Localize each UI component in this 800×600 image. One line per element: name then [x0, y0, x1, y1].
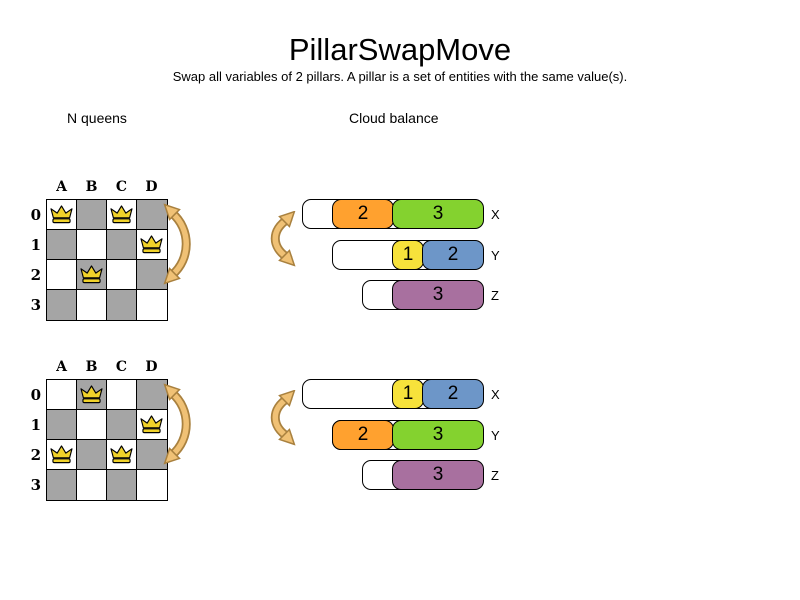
computer-label: Y: [491, 248, 500, 263]
process-value: 3: [432, 464, 444, 485]
board-cell: [77, 230, 107, 260]
queen-crown-glyph: [50, 205, 73, 224]
queen-icon: [109, 445, 135, 466]
queen-crown-glyph: [110, 445, 133, 464]
board-cell: [47, 230, 77, 260]
board-cell: [137, 470, 167, 500]
process-block: 2: [332, 199, 394, 229]
board-cell: [107, 380, 137, 410]
process-block: 2: [422, 379, 484, 409]
board-cell: [107, 230, 137, 260]
queen-icon: [139, 235, 165, 256]
swap-arrow-icon-cloud-before: [266, 210, 298, 272]
queen-crown-glyph: [50, 445, 73, 464]
process-block: 1: [392, 379, 424, 409]
queen-crown-glyph: [140, 415, 163, 434]
board-cell: [137, 290, 167, 320]
board-cell: [77, 380, 107, 410]
queen-crown-glyph: [110, 205, 133, 224]
queen-crown-glyph: [80, 385, 103, 404]
process-value: 2: [357, 424, 369, 445]
queen-icon: [79, 265, 105, 286]
column-label: D: [145, 179, 159, 195]
computer-label: X: [491, 207, 500, 222]
computer-bar-after-Z: 3: [362, 460, 484, 490]
section-label-cloud-balance: Cloud balance: [349, 110, 439, 126]
column-label: C: [115, 359, 129, 375]
computer-label: Y: [491, 428, 500, 443]
process-block: 3: [392, 199, 484, 229]
column-label: B: [85, 359, 99, 375]
process-block: 3: [392, 460, 484, 490]
board-cell: [107, 410, 137, 440]
board-cell: [107, 290, 137, 320]
board-cell: [137, 440, 167, 470]
swap-arrow-icon-queens-after: [163, 381, 197, 474]
process-value: 3: [432, 203, 444, 224]
board-cell: [47, 470, 77, 500]
swap-arrow-icon-cloud-after: [266, 389, 298, 451]
board-cell: [77, 200, 107, 230]
board-cell: [107, 260, 137, 290]
computer-label: X: [491, 387, 500, 402]
board-cell: [77, 290, 107, 320]
computer-label: Z: [491, 288, 499, 303]
process-block: 2: [332, 420, 394, 450]
process-block: 1: [392, 240, 424, 270]
column-label: A: [56, 179, 68, 195]
column-label: A: [56, 359, 68, 375]
queen-icon: [109, 205, 135, 226]
process-value: 2: [447, 244, 459, 265]
column-label: C: [115, 179, 129, 195]
row-label: 2: [30, 266, 41, 284]
queen-crown-glyph: [80, 265, 103, 284]
board-cell: [77, 440, 107, 470]
board-cell: [77, 410, 107, 440]
subtitle: Swap all variables of 2 pillars. A pilla…: [172, 69, 628, 84]
process-value: 2: [447, 383, 459, 404]
computer-label: Z: [491, 468, 499, 483]
row-label: 1: [30, 416, 41, 434]
queen-icon: [49, 205, 75, 226]
queen-icon: [79, 385, 105, 406]
process-block: 3: [392, 280, 484, 310]
row-label: 3: [30, 476, 41, 494]
row-label: 0: [30, 386, 41, 404]
board-cell: [47, 260, 77, 290]
process-value: 3: [432, 424, 444, 445]
process-value: 3: [432, 284, 444, 305]
board-cell: [137, 260, 167, 290]
row-label: 3: [30, 296, 41, 314]
board-cell: [107, 470, 137, 500]
queen-crown-glyph: [140, 235, 163, 254]
row-label: 1: [30, 236, 41, 254]
board-cell: [47, 410, 77, 440]
process-value: 1: [402, 383, 414, 404]
page-title: PillarSwapMove: [288, 32, 512, 67]
process-block: 3: [392, 420, 484, 450]
section-label-n-queens: N queens: [67, 110, 127, 126]
board-cell: [77, 470, 107, 500]
process-block: 2: [422, 240, 484, 270]
board-cell: [137, 200, 167, 230]
column-label: D: [145, 359, 159, 375]
process-value: 1: [402, 244, 414, 265]
column-label: B: [85, 179, 99, 195]
board-cell: [47, 290, 77, 320]
process-value: 2: [357, 203, 369, 224]
queen-icon: [49, 445, 75, 466]
computer-bar-before-Z: 3: [362, 280, 484, 310]
row-label: 0: [30, 206, 41, 224]
board-cell: [137, 380, 167, 410]
swap-arrow-icon-queens-before: [163, 201, 197, 294]
board-cell: [47, 380, 77, 410]
row-label: 2: [30, 446, 41, 464]
queen-icon: [139, 415, 165, 436]
